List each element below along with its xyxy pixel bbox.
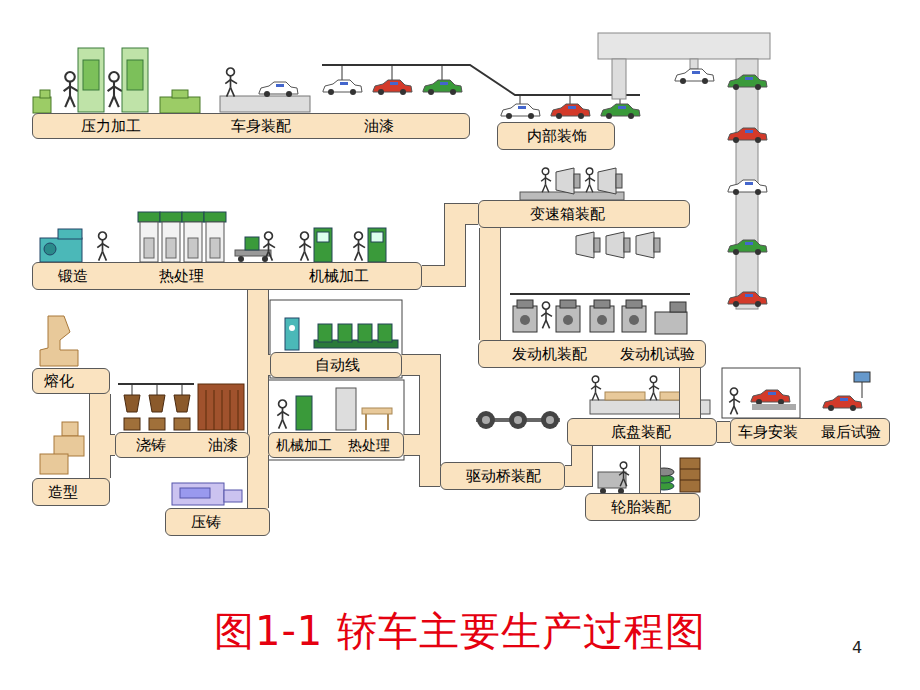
- process-label: 底盘装配: [611, 423, 671, 441]
- flow-corridor: [565, 446, 582, 476]
- process-label: 锻造: [58, 267, 88, 285]
- corridor-outline: [479, 228, 501, 340]
- process-label: 浇铸: [136, 436, 166, 454]
- process-label: 轮胎装配: [611, 498, 671, 516]
- process-label: 发动机装配: [512, 345, 587, 363]
- process-band: 造型: [32, 478, 110, 506]
- process-band: 自动线: [270, 352, 402, 378]
- process-label: 熔化: [44, 372, 74, 390]
- process-band: 发动机装配 发动机试验: [478, 340, 706, 368]
- process-label: 压铸: [191, 513, 221, 531]
- flow-corridor: [717, 422, 730, 442]
- process-band: 锻造 热处理 机械加工: [32, 262, 422, 290]
- process-band: 车身安装 最后试验: [730, 418, 890, 446]
- process-band: 压力加工 车身装配 油漆: [32, 113, 470, 139]
- corridor-outline: [258, 445, 268, 508]
- flow-corridor: [480, 228, 500, 340]
- process-label: 压力加工: [81, 117, 141, 135]
- process-band: 熔化: [32, 368, 110, 394]
- flow-corridor: [680, 368, 700, 418]
- process-band: 底盘装配: [567, 418, 717, 446]
- page-number: 4: [852, 638, 862, 657]
- flow-corridor: [258, 290, 268, 445]
- process-label: 机械加工: [276, 437, 332, 454]
- process-band: 机械加工热处理: [268, 432, 404, 458]
- corridor-outline: [717, 421, 730, 443]
- process-band: 压铸: [165, 508, 270, 536]
- process-label: 自动线: [315, 356, 360, 374]
- flow-corridor: [90, 394, 110, 478]
- corridor-outline: [565, 446, 582, 476]
- process-band: 浇铸 油漆: [115, 432, 250, 458]
- process-band: 变速箱装配: [478, 200, 690, 228]
- corridor-outlines: [100, 214, 730, 508]
- process-label: 热处理: [159, 267, 204, 285]
- process-band: 轮胎装配: [585, 493, 700, 521]
- corridor-outline: [422, 214, 478, 276]
- flow-corridor: [402, 365, 440, 476]
- process-label: 车身安装: [738, 423, 798, 441]
- process-band: 驱动桥装配: [440, 462, 565, 490]
- process-label: 车身装配: [231, 117, 291, 135]
- flow-corridor: [404, 445, 440, 476]
- process-label: 造型: [48, 483, 78, 501]
- process-label: 驱动桥装配: [466, 467, 541, 485]
- figure-caption: 图1-1 轿车主要生产过程图: [0, 604, 920, 659]
- flow-corridor: [640, 446, 660, 493]
- process-label: 油漆: [364, 117, 394, 135]
- process-label: 内部装饰: [527, 127, 587, 145]
- process-label: 发动机试验: [620, 345, 695, 363]
- corridor-outline: [89, 394, 111, 478]
- process-band: 内部装饰: [497, 122, 615, 150]
- process-label: 变速箱装配: [530, 205, 605, 223]
- process-label: 油漆: [208, 436, 238, 454]
- flow-corridor: [258, 445, 268, 508]
- flow-corridor: [422, 214, 478, 276]
- corridor-fills: [100, 214, 730, 508]
- process-label: 热处理: [348, 437, 390, 454]
- corridor-outline: [404, 445, 440, 476]
- process-label: 机械加工: [309, 267, 369, 285]
- corridor-outline: [639, 446, 661, 493]
- corridor-outline: [679, 368, 701, 418]
- process-label: 最后试验: [821, 423, 881, 441]
- corridor-outline: [258, 290, 268, 445]
- corridor-outline: [402, 365, 440, 476]
